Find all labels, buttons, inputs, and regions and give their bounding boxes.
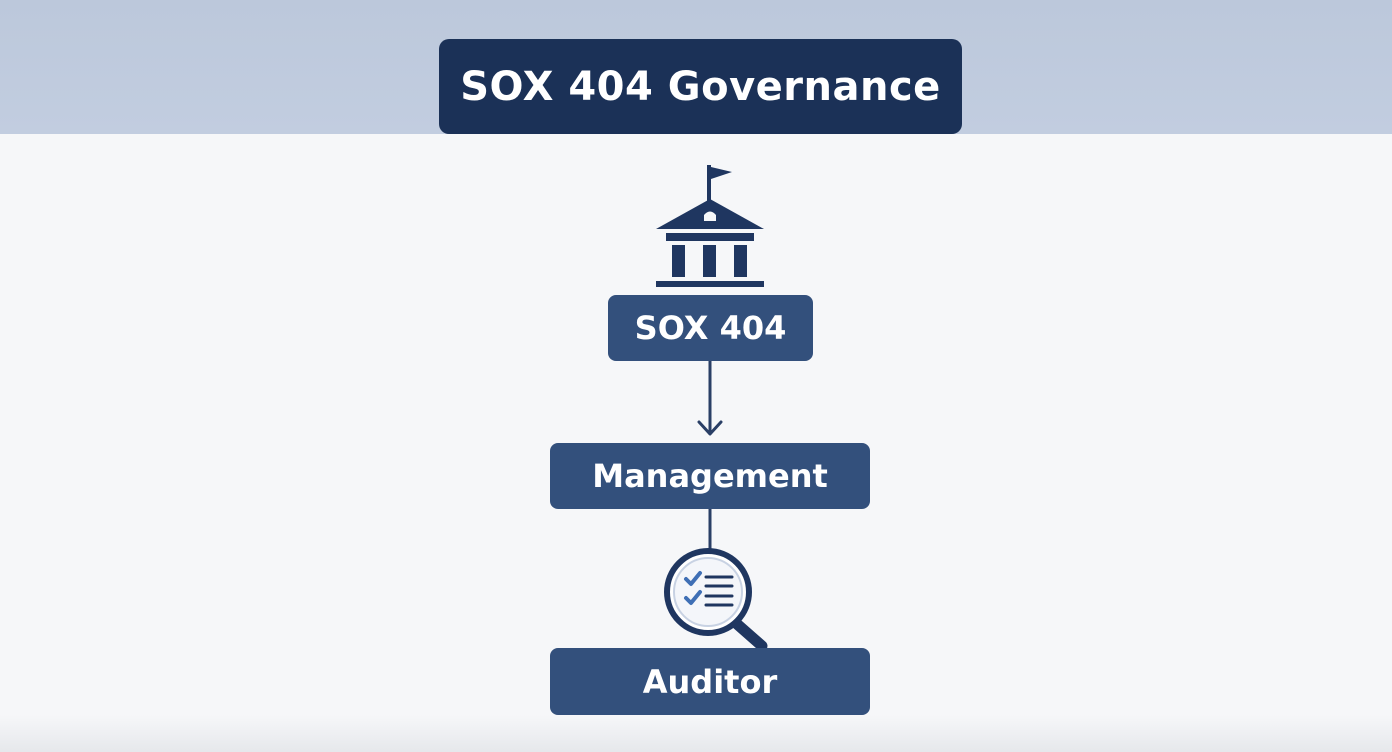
bottom-shadow [0,715,1392,752]
connector-arrow [697,361,723,436]
page-title: SOX 404 Governance [439,39,962,134]
connector-line [708,509,712,551]
government-building-icon [656,165,764,287]
management-node: Management [550,443,870,509]
auditor-node: Auditor [550,648,870,715]
magnifier-checklist-icon [664,548,768,652]
sox-404-node: SOX 404 [608,295,813,361]
